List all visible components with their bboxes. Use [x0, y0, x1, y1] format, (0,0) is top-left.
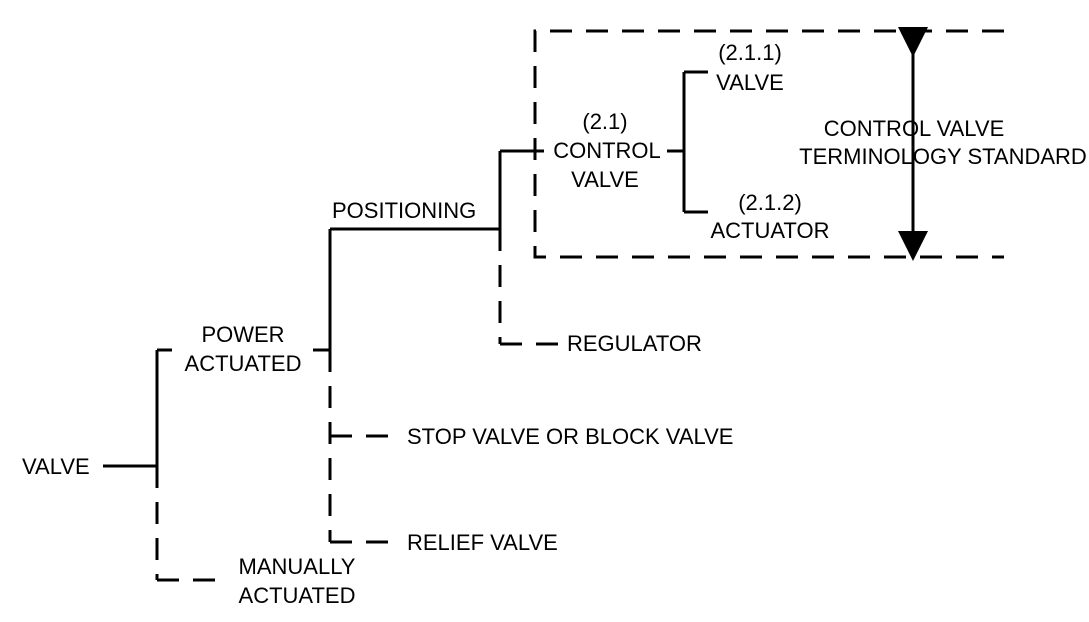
label-regulator: REGULATOR — [567, 331, 702, 356]
label-actuator: ACTUATOR — [711, 218, 830, 243]
label-stop-valve: STOP VALVE OR BLOCK VALVE — [407, 424, 733, 449]
control-valve-standard-boundary — [533, 29, 1004, 259]
label-power-actuated-line1: POWER — [201, 322, 284, 347]
label-manually-actuated-line2: ACTUATED — [239, 583, 356, 608]
label-valve-sub-number: (2.1.1) — [718, 40, 782, 65]
label-valve-sub: VALVE — [716, 70, 784, 95]
label-power-actuated-line2: ACTUATED — [185, 351, 302, 376]
label-relief-valve: RELIEF VALVE — [407, 530, 558, 555]
label-control-valve-line1: CONTROL — [553, 138, 661, 163]
label-control-valve-number: (2.1) — [582, 109, 627, 134]
label-actuator-number: (2.1.2) — [738, 190, 802, 215]
label-control-valve-line2: VALVE — [571, 167, 639, 192]
label-standard-line2: TERMINOLOGY STANDARD — [799, 144, 1087, 169]
label-standard-line1: CONTROL VALVE — [824, 116, 1005, 141]
label-manually-actuated-line1: MANUALLY — [239, 554, 356, 579]
label-valve-root: VALVE — [22, 454, 90, 479]
label-positioning: POSITIONING — [332, 198, 476, 223]
